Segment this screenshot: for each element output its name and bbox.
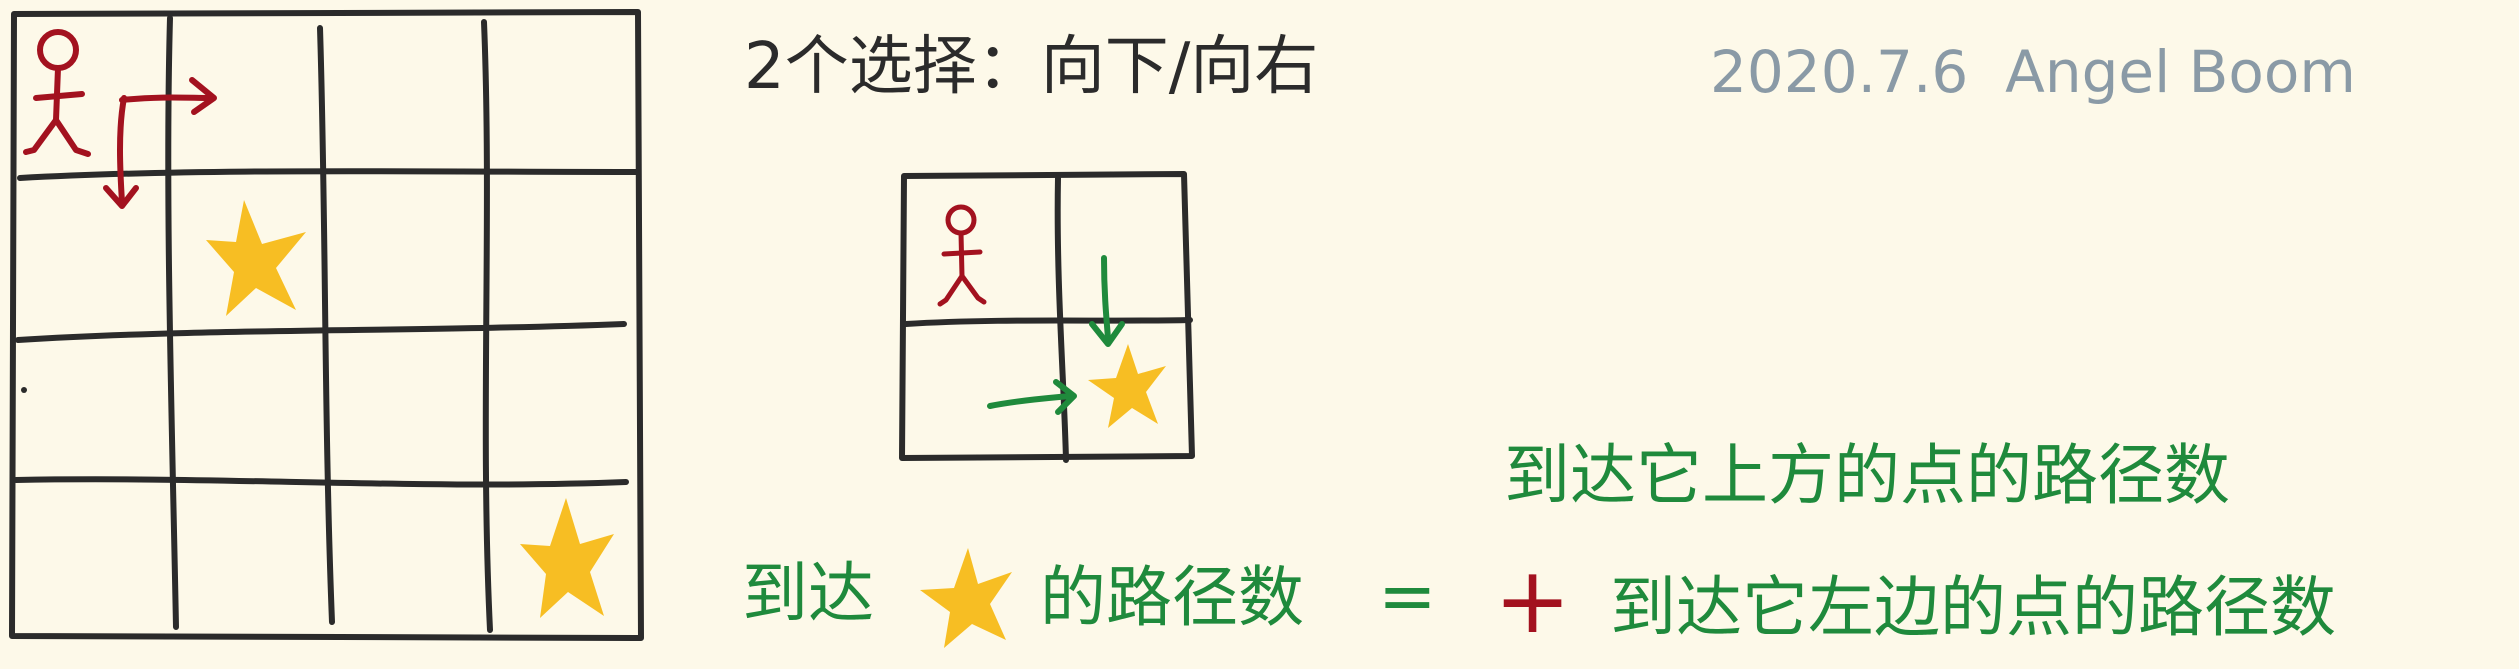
- formula-term-left: 到达它左边的点的路径数: [1610, 569, 2336, 646]
- arrow-down-icon: [103, 95, 139, 209]
- formula-plus-sign: +: [1494, 547, 1571, 654]
- grid-hline-1: [17, 168, 639, 181]
- stick-figure-icon: [937, 204, 987, 307]
- grid-vline-1: [165, 15, 179, 630]
- arrow-right-icon: [119, 77, 217, 115]
- formula-equals-sign: =: [1378, 555, 1437, 637]
- star-icon: [920, 548, 1012, 648]
- large-grid: [9, 9, 644, 641]
- formula-lhs-prefix: 到达: [742, 555, 874, 632]
- small-grid-hline: [903, 317, 1193, 327]
- grid-outer-border: [9, 9, 644, 641]
- stick-figure-icon: [23, 29, 91, 157]
- date-signature: 2020.7.6 Angel Boom: [1710, 38, 2356, 106]
- grid-ink-dot: [21, 387, 27, 393]
- small-grid-vline: [1054, 175, 1069, 463]
- small-grid-outer-border: [899, 171, 1195, 461]
- arrow-down-icon: [1089, 255, 1125, 347]
- grid-vline-2: [317, 25, 335, 625]
- grid-hline-2: [15, 321, 627, 343]
- choices-note: 2个选择：向下/向右: [744, 30, 1318, 104]
- star-icon: [520, 498, 614, 618]
- grid-vline-3: [481, 19, 493, 633]
- star-icon: [1088, 344, 1166, 428]
- formula-term-above: 到达它上方的点的路径数: [1504, 437, 2230, 514]
- star-icon: [206, 200, 306, 316]
- formula-lhs-suffix: 的路径数: [1040, 559, 1304, 636]
- grid-hline-3: [13, 476, 629, 488]
- arrow-right-icon: [987, 379, 1077, 415]
- small-grid: [899, 171, 1195, 463]
